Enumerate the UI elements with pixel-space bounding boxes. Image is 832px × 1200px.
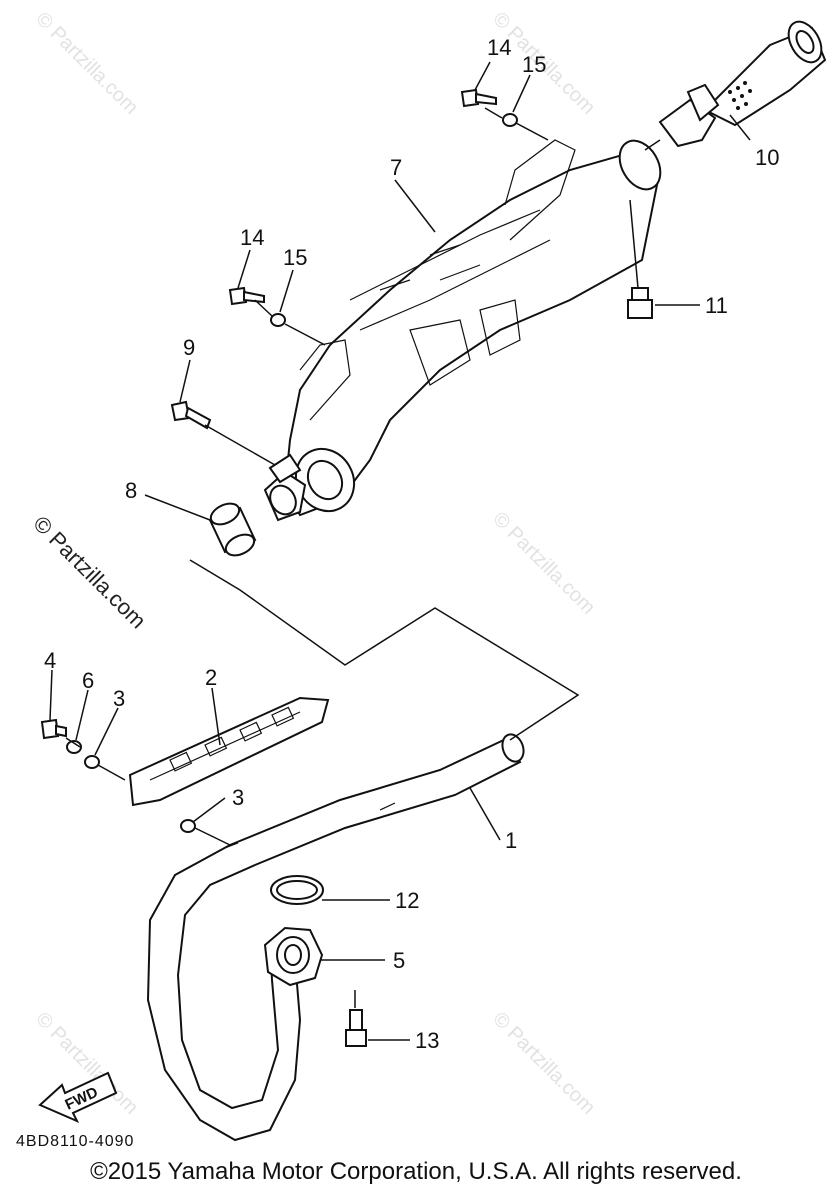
fwd-arrow: FWD: [38, 1071, 118, 1124]
callout-9: 9: [183, 335, 195, 360]
part-5-flange: [263, 926, 324, 987]
callout-11: 11: [705, 293, 728, 318]
part-8-gasket: [208, 502, 257, 557]
callout-3-upper: 3: [113, 686, 125, 711]
part-7-muffler: [263, 139, 662, 522]
watermark-center: © Partzilla.com: [28, 511, 151, 634]
callout-12: 12: [395, 888, 419, 913]
copyright-notice: ©2015 Yamaha Motor Corporation, U.S.A. A…: [90, 1158, 742, 1185]
callout-2: 2: [205, 665, 217, 690]
part-9-bolt: [170, 400, 212, 430]
callout-6: 6: [82, 668, 94, 693]
callout-7: 7: [390, 155, 402, 180]
part-13-bolt: [345, 1009, 367, 1047]
part-10-tail-tip: [658, 20, 827, 148]
part-6-washer: [66, 740, 82, 754]
callout-1: 1: [505, 828, 517, 853]
callouts: 14 15 10 7 14 15 11 9 8 4 2 6 3 3 1 12 5…: [44, 35, 779, 1053]
callout-10: 10: [755, 145, 779, 170]
callout-14-lower: 14: [240, 225, 264, 250]
watermark-bottom-right: © Partzilla.com: [488, 1008, 599, 1119]
part-14-bolt-upper: [460, 88, 497, 108]
part-4-bolt: [40, 718, 67, 740]
callout-3-lower: 3: [232, 785, 244, 810]
part-12-gasket: [270, 875, 324, 905]
part-15-washer-lower: [270, 313, 286, 327]
callout-5: 5: [393, 948, 405, 973]
assembly-lines: [65, 107, 661, 1008]
part-1-exhaust-pipe: [146, 733, 525, 1142]
part-14-bolt-lower: [228, 286, 265, 306]
callout-4: 4: [44, 648, 56, 673]
part-15-washer-upper: [502, 113, 518, 127]
diagram-code: 4BD8110-4090: [16, 1133, 134, 1150]
callout-13: 13: [415, 1028, 439, 1053]
part-2-protector: [128, 696, 330, 807]
callout-15-upper: 15: [522, 52, 546, 77]
watermark-mid-right: © Partzilla.com: [488, 508, 599, 619]
part-3-grommet-lower: [180, 819, 196, 833]
leader-lines: [49, 61, 751, 1041]
watermark-top-left: © Partzilla.com: [31, 8, 142, 119]
callout-14-upper: 14: [487, 35, 511, 60]
part-11-bolt: [627, 287, 653, 319]
callout-15-lower: 15: [283, 245, 307, 270]
part-3-grommet-upper: [84, 755, 100, 769]
callout-8: 8: [125, 478, 137, 503]
